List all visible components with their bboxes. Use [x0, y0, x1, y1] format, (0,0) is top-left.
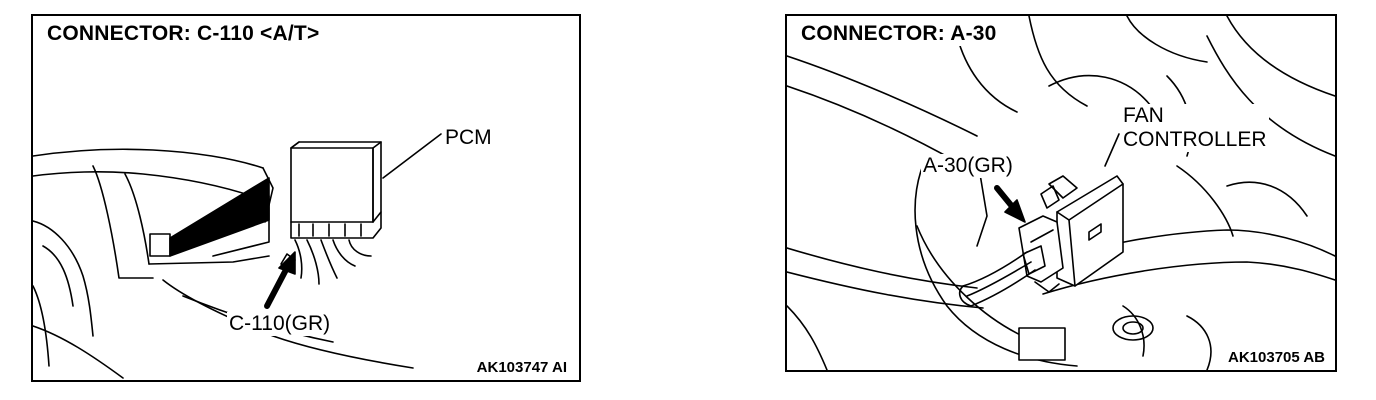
connector-c110-diagram: CONNECTOR: C-110 <A/T> PCM C-110(GR) AK1…	[31, 14, 581, 382]
connector-c110-locator	[149, 177, 270, 257]
connector-title: CONNECTOR: C-110 <A/T>	[47, 22, 324, 46]
fan-controller-label-line1: FAN	[1123, 104, 1164, 127]
connector-label: C-110(GR)	[227, 312, 333, 336]
engine-bay-outline	[787, 16, 1335, 370]
a30-arrow	[994, 185, 1026, 223]
c110-arrow	[264, 251, 296, 309]
dashboard-pcm-illustration	[33, 133, 442, 379]
fan-controller	[1040, 175, 1124, 287]
connector-title: CONNECTOR: A-30	[801, 22, 1001, 46]
wire-harness	[958, 251, 1036, 307]
pcm-label: PCM	[443, 126, 494, 150]
fan-controller-leader	[1104, 133, 1120, 167]
connector-label: A-30(GR)	[921, 154, 1015, 178]
engine-bay-fan-illustration	[787, 16, 1335, 370]
figure-code: AK103705 AB	[1226, 349, 1327, 366]
pcm-unit	[280, 133, 442, 285]
figure-code: AK103747 AI	[474, 359, 569, 376]
fan-controller-label-line2: CONTROLLER	[1123, 128, 1267, 151]
connector-a30	[1018, 215, 1064, 293]
